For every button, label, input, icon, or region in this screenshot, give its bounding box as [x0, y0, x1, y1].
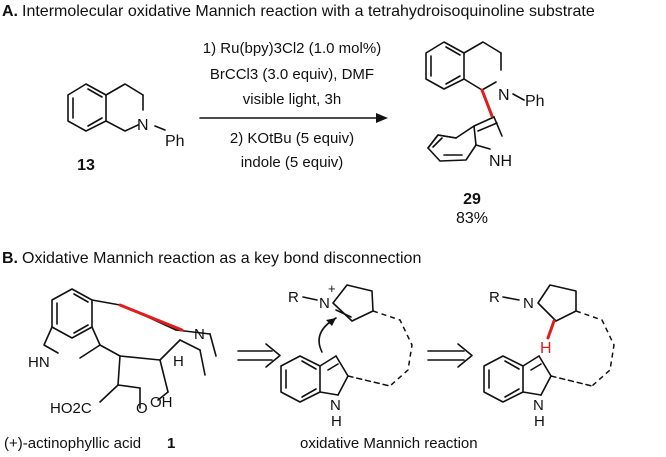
- section-b-title: Oxidative Mannich reaction as a key bond…: [22, 250, 421, 267]
- product-nh-label: NH: [489, 153, 512, 170]
- np-o-label: O: [136, 400, 148, 417]
- compound-29-label: 29: [463, 191, 481, 208]
- amine-structure: [483, 284, 615, 403]
- conditions-line-4: 2) KOtBu (5 equiv): [230, 130, 354, 147]
- np-hn-label: HN: [28, 354, 50, 371]
- section-b-letter: B.: [2, 250, 18, 267]
- mannich-caption: oxidative Mannich reaction: [300, 435, 478, 452]
- compound-13-label: 13: [77, 157, 95, 174]
- conditions-line-5: indole (5 equiv): [241, 154, 344, 171]
- section-a-title: Intermolecular oxidative Mannich reactio…: [22, 3, 595, 20]
- iminium-indole-n-label: N: [330, 397, 341, 414]
- conditions-line-1: 1) Ru(bpy)3Cl2 (1.0 mol%): [203, 40, 381, 57]
- actinophyllic-number: 1: [167, 435, 175, 452]
- new-cc-bond-actinophyllic: [118, 303, 184, 332]
- np-oh-label: OH: [150, 394, 173, 411]
- conditions-line-2: BrCCl3 (3.0 equiv), DMF: [210, 66, 374, 83]
- retro-arrow-1: [237, 343, 281, 368]
- substrate-ph-label: Ph: [165, 133, 185, 150]
- np-n-label: N: [194, 326, 205, 343]
- new-cc-bond-29: [480, 88, 494, 118]
- amine-h-red-label: H: [540, 340, 552, 357]
- conditions-line-3: visible light, 3h: [243, 91, 341, 108]
- retro-arrow-2: [427, 343, 473, 368]
- amine-n-label: N: [523, 295, 534, 312]
- product-n-label: N: [498, 87, 510, 104]
- iminium-n-label: N: [319, 295, 330, 312]
- product-ph-label: Ph: [525, 93, 545, 110]
- actinophyllic-caption: (+)-actinophyllic acid: [4, 435, 141, 452]
- substrate-n-label: N: [137, 117, 149, 134]
- red-ch-bond: [546, 319, 556, 340]
- amine-indole-n-label: N: [533, 397, 544, 414]
- substrate-13-structure: [67, 83, 166, 132]
- iminium-r-label: R: [288, 289, 299, 306]
- amine-r-label: R: [489, 289, 500, 306]
- yield-label: 83%: [456, 210, 488, 227]
- actinophyllic-acid-structure: [43, 288, 217, 409]
- np-h-label: H: [173, 353, 184, 370]
- amine-indole-h-label: H: [534, 413, 545, 430]
- iminium-structure: [280, 284, 413, 403]
- section-a-letter: A.: [2, 3, 18, 20]
- reaction-arrow-a: [199, 113, 388, 123]
- np-co2h-label: HO2C: [50, 400, 92, 417]
- iminium-indole-h-label: H: [331, 413, 342, 430]
- product-29-structure: [425, 41, 525, 162]
- iminium-plus-label: +: [328, 281, 336, 296]
